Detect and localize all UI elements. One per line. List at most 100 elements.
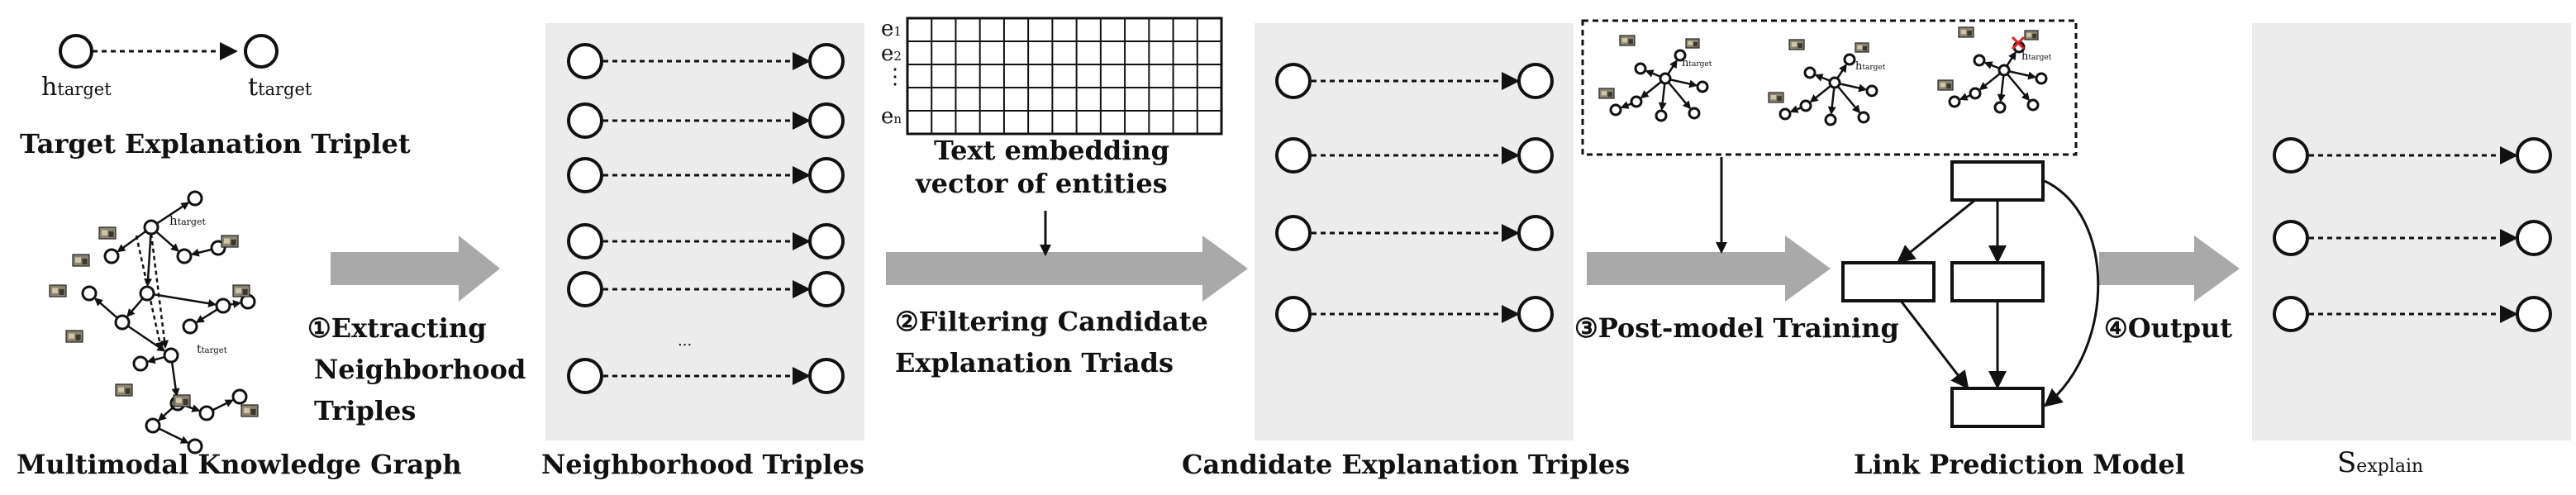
head-entity-node — [567, 102, 603, 139]
post-graph-label-1: htarget — [1682, 57, 1712, 69]
graph-edge — [1827, 88, 1836, 116]
entity-node — [1843, 53, 1856, 66]
image-thumbnail-detail — [1791, 42, 1797, 47]
image-thumbnail-detail — [1940, 83, 1945, 88]
head-entity-node — [1275, 137, 1312, 174]
image-thumbnail-detail — [82, 258, 88, 264]
step2-line2: Explanation Triads — [895, 347, 1174, 378]
entity-node — [139, 285, 155, 302]
graph-edge — [1978, 73, 2001, 91]
image-thumbnail-detail — [75, 334, 81, 340]
graph-edge — [2007, 74, 2031, 102]
image-thumbnail-detail — [108, 231, 114, 237]
graph-edge — [195, 308, 218, 323]
entity-node — [182, 318, 198, 335]
entity-node — [1973, 54, 1986, 67]
entity-node — [1803, 66, 1817, 79]
image-thumbnail-detail — [242, 288, 248, 295]
candidate-caption: Candidate Explanation Triples — [1182, 449, 1631, 480]
image-thumbnail-detail — [1601, 91, 1607, 96]
head-entity-node — [2273, 296, 2309, 332]
graph-edge — [1668, 82, 1692, 110]
graph-edge — [1620, 101, 1631, 109]
image-thumbnail-detail — [1770, 95, 1776, 100]
entity-node — [1674, 49, 1687, 62]
image-thumbnail-detail — [1797, 43, 1802, 49]
entity-node — [1630, 95, 1643, 108]
embedding-row-dots: ⋮ — [884, 64, 906, 89]
entity-node — [1857, 111, 1870, 124]
graph-edge — [157, 407, 174, 421]
linkpred-caption: Link Prediction Model — [1854, 449, 2185, 480]
graph-edge — [1789, 105, 1801, 113]
entity-node — [1969, 87, 1982, 100]
lp-mid-left-box — [1841, 261, 1936, 302]
embedding-caption-2: vector of entities — [916, 168, 1168, 199]
multimodal-knowledge-graph — [49, 190, 259, 455]
entity-node — [176, 248, 193, 264]
image-thumbnail-detail — [176, 397, 182, 403]
step2-line1: ②Filtering Candidate — [895, 306, 1208, 337]
image-thumbnail-detail — [1628, 39, 1633, 45]
lp-edge — [1899, 300, 1969, 390]
lp-mid-right-box — [1950, 261, 2045, 302]
entity-node — [145, 417, 161, 434]
graph-edge — [229, 300, 242, 308]
entity-node — [187, 438, 203, 455]
image-thumbnail-detail — [2032, 33, 2037, 39]
tail-entity-node — [808, 271, 845, 307]
tail-entity-node — [2516, 220, 2552, 256]
embedding-matrix — [906, 17, 1223, 136]
candidate-triples — [1275, 63, 1554, 332]
process-arrow-4 — [2099, 236, 2240, 302]
step1-line1: ①Extracting — [307, 312, 487, 344]
graph-edge — [1983, 61, 1999, 69]
entity-node — [1824, 113, 1837, 126]
image-thumbnail-detail — [75, 257, 81, 263]
entity-node — [163, 347, 179, 364]
graph-edge — [1837, 86, 1861, 114]
entity-node — [1655, 109, 1668, 122]
graph-edge — [1836, 64, 1847, 79]
removed-edge-cross-icon — [2011, 36, 2026, 50]
embedding-caption-1: Text embedding — [934, 135, 1169, 166]
graph-edge — [155, 202, 190, 225]
image-thumbnail-detail — [1777, 96, 1782, 102]
image-thumbnail-detail — [244, 407, 250, 413]
process-arrow-3 — [1587, 236, 1831, 302]
mkg-tail-label: ttarget — [197, 343, 227, 356]
entity-node — [187, 190, 203, 207]
post-graph-label-2: htarget — [1855, 60, 1886, 73]
entity-node — [1778, 107, 1792, 121]
head-entity-node — [567, 157, 603, 193]
image-thumbnail-detail — [236, 288, 241, 293]
head-entity-node — [1275, 215, 1312, 251]
tail-entity-node — [1517, 215, 1554, 251]
image-thumbnail-detail — [59, 288, 64, 295]
tail-entity-node — [808, 223, 845, 259]
head-entity-node — [567, 271, 603, 307]
entity-node — [1799, 99, 1812, 112]
image-thumbnail-detail — [118, 387, 124, 393]
image-thumbnail-detail — [1857, 45, 1862, 50]
graph-edge — [1959, 93, 1970, 101]
image-thumbnail-detail — [1863, 45, 1868, 51]
image-thumbnail-detail — [102, 230, 107, 236]
entity-node — [132, 355, 149, 372]
tail-entity-node — [2516, 296, 2552, 332]
tail-entity-node — [1517, 137, 1554, 174]
head-entity-node — [2273, 220, 2309, 256]
entity-node — [231, 388, 248, 405]
tail-entity-node — [808, 43, 845, 79]
entity-node — [1948, 95, 1961, 108]
image-thumbnail-detail — [125, 388, 131, 394]
tail-entity-node — [808, 358, 845, 394]
graph-edge — [170, 361, 180, 397]
head-entity-node — [2273, 137, 2309, 174]
tail-entity-node — [808, 102, 845, 139]
mkg-head-label: htarget — [169, 213, 206, 228]
output-triples — [2273, 137, 2552, 332]
entity-node — [103, 248, 120, 264]
image-thumbnail-detail — [224, 238, 230, 244]
